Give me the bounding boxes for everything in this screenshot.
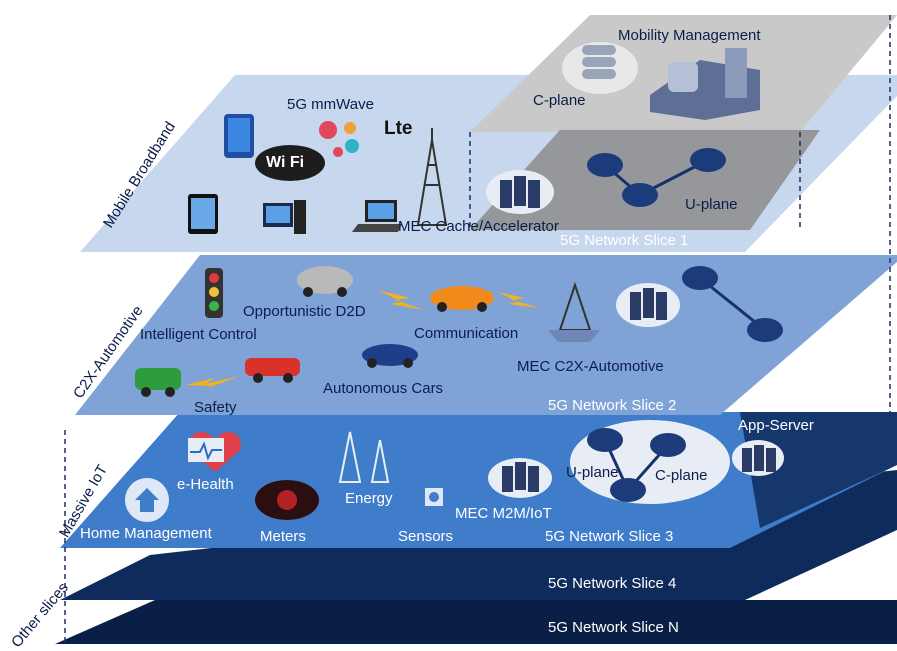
traffic-light-icon [205, 268, 223, 318]
antenna-tower-icon [548, 281, 600, 342]
lightning-icon-2 [498, 292, 540, 308]
mec-cloud-2-icon [616, 283, 680, 327]
mec-c2x-label: MEC C2X-Automotive [517, 358, 664, 375]
mobility-management-label: Mobility Management [618, 27, 761, 44]
energy-label: Energy [345, 490, 393, 507]
home-management-label: Home Management [80, 525, 212, 542]
slice-n-label: 5G Network Slice N [548, 619, 679, 636]
app-server-icon [732, 440, 784, 476]
c-plane-3-label: C-plane [655, 467, 708, 484]
ehealth-label: e-Health [177, 476, 234, 493]
u-plane-3-label: U-plane [566, 464, 619, 481]
sensors-label: Sensors [398, 528, 454, 545]
mmwave-label: 5G mmWave [287, 96, 374, 113]
laptop-icon [352, 200, 402, 232]
ehealth-heart-icon [188, 431, 241, 472]
slice-3-label: 5G Network Slice 3 [545, 528, 674, 545]
settings-gears-icon [319, 121, 359, 157]
mec-cloud-3-icon [488, 458, 552, 498]
intelligent-control-label: Intelligent Control [140, 326, 257, 343]
autonomous-cars-label: Autonomous Cars [323, 380, 444, 397]
slice-2-routers-icon [682, 266, 783, 342]
smartphone-icon [224, 114, 254, 158]
car-orange-icon [430, 286, 494, 312]
mec-m2m-label: MEC M2M/IoT [455, 505, 552, 522]
app-server-label: App-Server [738, 417, 814, 434]
cell-tower-icon [416, 128, 448, 226]
slice-1-label: 5G Network Slice 1 [560, 232, 689, 249]
u-plane-plate [470, 130, 820, 230]
slice-4-label: 5G Network Slice 4 [548, 575, 677, 592]
mec-cloud-icon [486, 170, 554, 214]
wifi-icon [255, 145, 325, 181]
car-red-icon [245, 358, 300, 383]
tablet-icon [188, 194, 218, 234]
car-green-icon [135, 368, 181, 397]
u-plane-label: U-plane [685, 196, 738, 213]
meters-label: Meters [260, 528, 306, 545]
desktop-computer-icon [263, 200, 306, 234]
safety-label: Safety [194, 399, 237, 416]
lightning-icon-3 [185, 376, 240, 390]
d2d-label: Opportunistic D2D [243, 303, 366, 320]
meter-icon [255, 480, 319, 520]
mec-cache-label: MEC Cache/Accelerator [398, 218, 559, 235]
lightning-icon-1 [378, 290, 425, 310]
slice-n-plate [55, 600, 897, 644]
u-plane-routers-icon [587, 148, 726, 207]
lte-label: Lte [384, 118, 413, 139]
core-cloud-icon [570, 420, 730, 504]
car-grey-icon [297, 266, 353, 297]
database-cloud-icon [562, 42, 638, 94]
wifi-label: Wi Fi [266, 154, 305, 171]
home-icon [125, 478, 169, 522]
server-icon [650, 48, 760, 120]
communication-label: Communication [414, 325, 519, 342]
energy-towers-icon [338, 431, 390, 483]
car-blue-icon [362, 344, 418, 368]
c-plane-label: C-plane [533, 92, 586, 109]
slice-3-back-dark [740, 412, 897, 528]
sensor-icon [425, 488, 443, 506]
slice-2-label: 5G Network Slice 2 [548, 397, 677, 414]
